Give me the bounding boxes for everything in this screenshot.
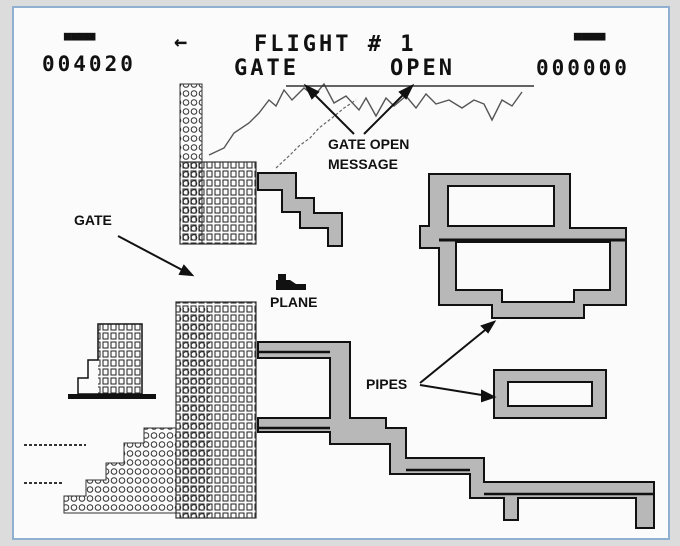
plane-sprite xyxy=(276,274,306,290)
gate-label: GATE xyxy=(74,212,112,228)
player2-lives: ▀▀▀▀ xyxy=(574,34,606,49)
small-pipe-loop xyxy=(493,369,607,419)
lower-stairs xyxy=(63,427,177,514)
player1-score: 004020 xyxy=(42,52,136,76)
gate-open-message-label: GATE OPEN xyxy=(328,136,410,152)
game-screen: ▀▀▀▀ 004020 ← FLIGHT # 1 GATE OPEN ▀▀▀▀ … xyxy=(12,6,670,540)
building-ground xyxy=(68,394,156,399)
plane-label: PLANE xyxy=(270,294,318,310)
pipes-label: PIPES xyxy=(366,376,408,392)
gate-message-left: GATE xyxy=(234,56,299,81)
lower-gate-column xyxy=(180,308,210,518)
big-pipe-loop xyxy=(419,173,627,319)
left-arrow-icon: ← xyxy=(174,30,191,55)
player1-lives: ▀▀▀▀ xyxy=(64,34,96,49)
player2-score: 000000 xyxy=(536,56,630,80)
terrain-line xyxy=(208,82,523,156)
upper-pipe xyxy=(257,172,343,247)
gate-message-right: OPEN xyxy=(390,56,455,81)
flight-number: FLIGHT # 1 xyxy=(254,32,417,57)
upper-gate-block xyxy=(179,161,257,245)
terrain-line-2 xyxy=(275,99,357,169)
annotation-arrows xyxy=(117,83,497,403)
gate-open-message-label-2: MESSAGE xyxy=(328,156,399,172)
playfield xyxy=(24,82,655,529)
